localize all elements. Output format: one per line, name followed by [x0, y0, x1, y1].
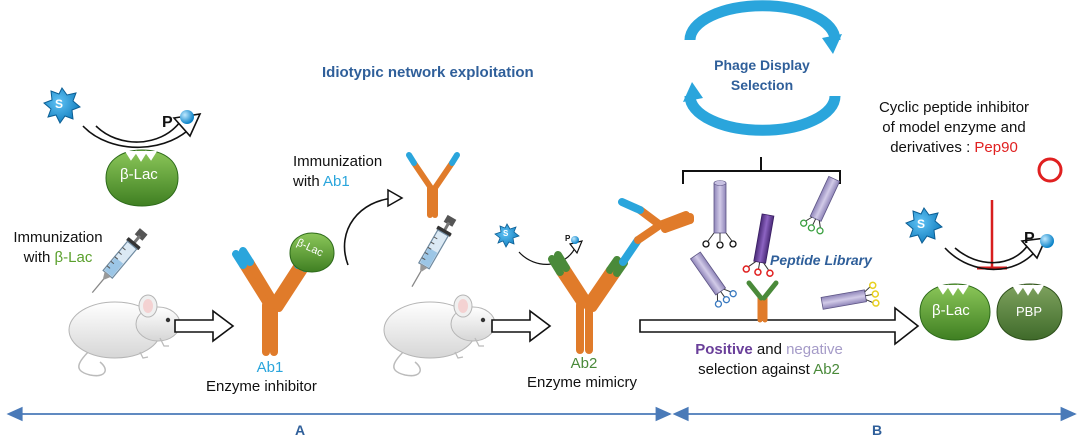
- cyclic-line1: Cyclic peptide inhibitor: [878, 99, 1030, 116]
- ab1-label: Ab1: [256, 359, 284, 376]
- ab1-small-antibody: [406, 152, 460, 218]
- ab2-label: Ab2: [570, 355, 598, 372]
- product-label-1: P: [162, 114, 173, 131]
- cyclic-derivatives: derivatives :: [890, 139, 975, 156]
- phage-display-line2: Selection: [730, 77, 794, 93]
- pep90-ring-icon: [1037, 157, 1063, 183]
- beta-lac-enzyme-2: [919, 283, 991, 341]
- product-label-2: P: [1024, 230, 1035, 247]
- ab2-caption: Enzyme mimicry: [527, 374, 638, 391]
- immunization-line2: with β-Lac: [2, 248, 114, 268]
- peptide-library-phages: [689, 175, 880, 323]
- immunization-agent-beta-lac: β-Lac: [54, 249, 93, 266]
- phage-cycle-icon: [683, 0, 842, 136]
- cyclic-line2: of model enzyme and: [882, 119, 1026, 136]
- cyclic-peptide-text: Cyclic peptide inhibitor of model enzyme…: [868, 98, 1040, 158]
- reaction-arrow-1: [82, 121, 197, 149]
- product-icon-1: [180, 110, 194, 124]
- library-bracket: [682, 157, 841, 184]
- selection-ab2: Ab2: [813, 361, 840, 378]
- ab2-antibody: [548, 251, 628, 354]
- substrate-label-1: S: [55, 97, 64, 111]
- pbp-label: PBP: [1016, 304, 1043, 319]
- selection-positive: Positive: [695, 341, 753, 358]
- substrate-icon-2: [905, 207, 943, 244]
- product-label-small: P: [565, 234, 571, 243]
- phage-display-line1: Phage Display: [714, 57, 810, 73]
- process-arrow-long: [639, 306, 920, 346]
- substrate-label-2: S: [917, 217, 926, 231]
- immunization-beta-lac: Immunization with β-Lac: [2, 228, 114, 268]
- mouse-icon-2: [383, 294, 508, 377]
- ab1-caption: Enzyme inhibitor: [206, 378, 317, 395]
- selection-and: and: [752, 341, 787, 358]
- diagram-title: Idiotypic network exploitation: [322, 64, 534, 81]
- substrate-icon-1: [43, 87, 81, 124]
- immunization2-line1: Immunization: [293, 153, 383, 170]
- mouse-icon-1: [68, 294, 193, 377]
- product-icon-2: [1040, 234, 1054, 248]
- cyclic-line3: derivatives : Pep90: [868, 138, 1040, 158]
- phage-display-label: Phage Display Selection: [700, 55, 824, 95]
- syringe-icon-2: [404, 212, 460, 292]
- peptide-library-label: Peptide Library: [770, 252, 872, 268]
- substrate-label-small: S: [503, 229, 509, 238]
- section-b-label: B: [872, 422, 883, 438]
- product-icon-small: [571, 236, 579, 244]
- immunization2-with: with: [293, 173, 324, 190]
- immunization-agent-ab1: Ab1: [323, 173, 350, 190]
- reaction-arrow-2: [944, 244, 1041, 271]
- selection-line2: selection against Ab2: [664, 360, 874, 380]
- beta-lac-enzyme-1: [105, 149, 179, 207]
- enzyme-label-2: β-Lac: [932, 302, 970, 319]
- anti-idiotype-antibody: [618, 198, 694, 266]
- enzyme-label-1: β-Lac: [120, 166, 158, 183]
- curved-arrow-ab1: [343, 197, 396, 266]
- section-a-label: A: [295, 422, 306, 438]
- pep90-label: Pep90: [974, 139, 1018, 156]
- process-arrow-1: [174, 310, 234, 342]
- selection-text: Positive and negative selection against …: [664, 340, 874, 380]
- selection-against: selection against: [698, 361, 814, 378]
- selection-negative: negative: [786, 341, 843, 358]
- immunization-line1: Immunization: [13, 229, 103, 246]
- process-arrow-2: [491, 310, 551, 342]
- immunization2-line2: with Ab1: [293, 172, 382, 192]
- immunization-with: with: [23, 249, 55, 266]
- immunization-ab1: Immunization with Ab1: [293, 152, 382, 192]
- pbp-protein: [996, 283, 1063, 341]
- selection-line1: Positive and negative: [664, 340, 874, 360]
- beta-lac-enzyme-bound: [289, 232, 335, 273]
- substrate-icon-small: [494, 223, 520, 248]
